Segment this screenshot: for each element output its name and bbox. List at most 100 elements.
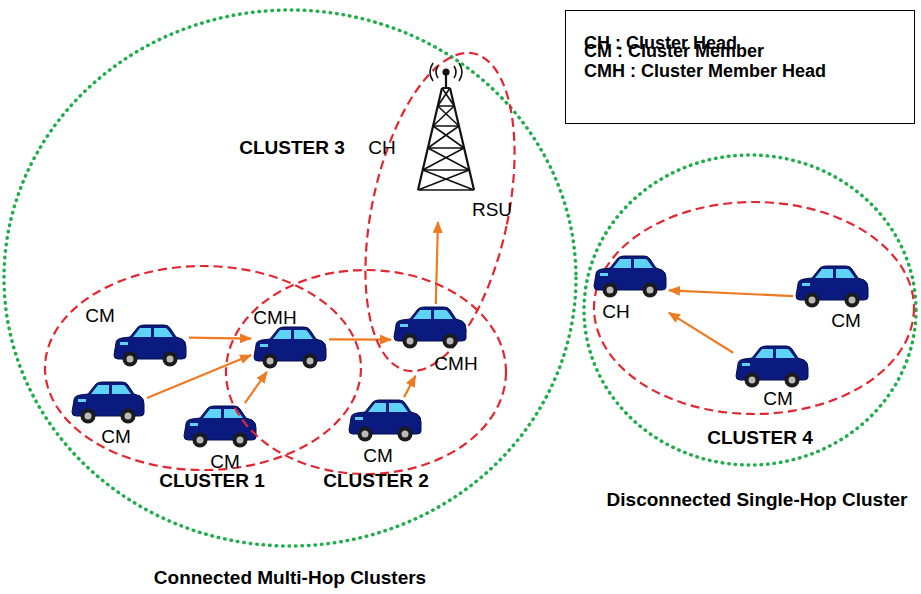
car-wheel — [403, 334, 418, 349]
car-hub — [362, 431, 369, 438]
cluster-ellipse — [594, 202, 914, 414]
car-window — [613, 259, 631, 268]
cluster-region: CLUSTER 2CMHCMHCM — [222, 266, 510, 478]
tower-lattice — [433, 106, 459, 126]
car-window — [776, 349, 795, 358]
node-outline — [580, 151, 920, 469]
node-outline — [392, 305, 468, 351]
car-hub — [197, 437, 204, 444]
cluster-label: CLUSTER 1 — [159, 470, 265, 492]
rsu-node: CH RSU — [368, 62, 512, 221]
cluster-ellipse — [340, 39, 540, 384]
car-hub — [407, 338, 414, 345]
car-wheel — [233, 433, 248, 448]
car-icon — [254, 327, 326, 369]
link-arrow — [669, 313, 733, 353]
car-icon — [184, 406, 256, 448]
rsu-tower — [418, 63, 474, 190]
node-outline — [794, 264, 870, 310]
cluster-label: CLUSTER 4 — [707, 427, 813, 449]
vehicle-node: CM — [347, 398, 423, 467]
car-wheel — [785, 373, 800, 388]
node-outline — [0, 6, 580, 550]
car-light — [78, 399, 86, 402]
car-window — [273, 330, 291, 339]
car-hub — [127, 356, 134, 363]
car-wheel — [263, 354, 278, 369]
radio-waves — [430, 63, 462, 81]
car-light — [190, 423, 198, 426]
node-outline — [70, 380, 146, 426]
car-window — [434, 310, 453, 319]
car-window — [91, 385, 109, 394]
car-window — [389, 403, 408, 412]
vehicle-role: CH — [602, 301, 629, 323]
vehicle-node: CM — [182, 404, 258, 473]
vehicle-node: CH — [592, 254, 668, 323]
car-hub — [167, 356, 174, 363]
cluster-label: Connected Multi-Hop Clusters — [154, 567, 426, 589]
node-outline — [734, 344, 810, 390]
cluster-boundary — [4, 10, 576, 546]
cluster-boundary — [584, 155, 916, 465]
vehicle-role: CM — [763, 388, 793, 410]
car-light — [802, 283, 810, 286]
vehicle-node: CM — [794, 264, 870, 332]
tower-lattice — [418, 170, 474, 190]
car-wheel — [121, 409, 136, 424]
car-wheel — [845, 293, 860, 308]
node-outline — [252, 325, 328, 371]
vehicle-role: CM — [101, 426, 131, 448]
car-hub — [267, 358, 274, 365]
tower-lattice — [438, 88, 454, 106]
car-wheel — [745, 373, 760, 388]
car-window — [755, 349, 773, 358]
car-icon — [796, 266, 868, 308]
car-wheel — [81, 409, 96, 424]
link-arrow — [189, 337, 251, 340]
cluster-region: CLUSTER 4CHCMCM — [590, 198, 918, 418]
car-wheel — [193, 433, 208, 448]
vehicle-role: CMH — [253, 307, 296, 329]
cluster-region: Connected Multi-Hop ClustersCLUSTER 3CHR… — [0, 6, 580, 550]
car-icon — [114, 325, 186, 367]
car-light — [742, 363, 750, 366]
node-outline — [410, 62, 482, 192]
link-arrow — [329, 338, 391, 341]
car-wheel — [805, 293, 820, 308]
vehicle-node: CM — [734, 344, 810, 410]
tower-lattice — [428, 126, 464, 148]
car-window — [413, 310, 431, 319]
vehicle-role: CMH — [434, 353, 477, 375]
car-window — [815, 269, 833, 278]
car-icon — [736, 346, 808, 388]
car-light — [355, 417, 363, 420]
node-outline — [592, 254, 668, 300]
car-wheel — [643, 283, 658, 298]
vehicle-node: CM — [85, 305, 188, 369]
node-outline — [182, 404, 258, 450]
rsu-label: CH — [368, 137, 395, 159]
car-wheel — [398, 427, 413, 442]
car-hub — [749, 377, 756, 384]
car-window — [368, 403, 386, 412]
car-hub — [307, 358, 314, 365]
cluster-ellipse — [45, 266, 361, 470]
car-wheel — [443, 334, 458, 349]
car-icon — [594, 256, 666, 298]
cluster-label: CLUSTER 2 — [323, 470, 429, 492]
cluster-label: CLUSTER 3 — [239, 137, 345, 159]
node-outline — [347, 398, 423, 444]
car-icon — [72, 382, 144, 424]
tower-lattice — [423, 148, 470, 170]
car-hub — [237, 437, 244, 444]
car-light — [120, 342, 128, 345]
car-hub — [647, 287, 654, 294]
car-wheel — [358, 427, 373, 442]
car-hub — [85, 413, 92, 420]
car-window — [634, 259, 653, 268]
car-icon — [394, 307, 466, 349]
tower-frame — [418, 72, 474, 190]
rsu-label: RSU — [472, 199, 512, 221]
car-hub — [447, 338, 454, 345]
